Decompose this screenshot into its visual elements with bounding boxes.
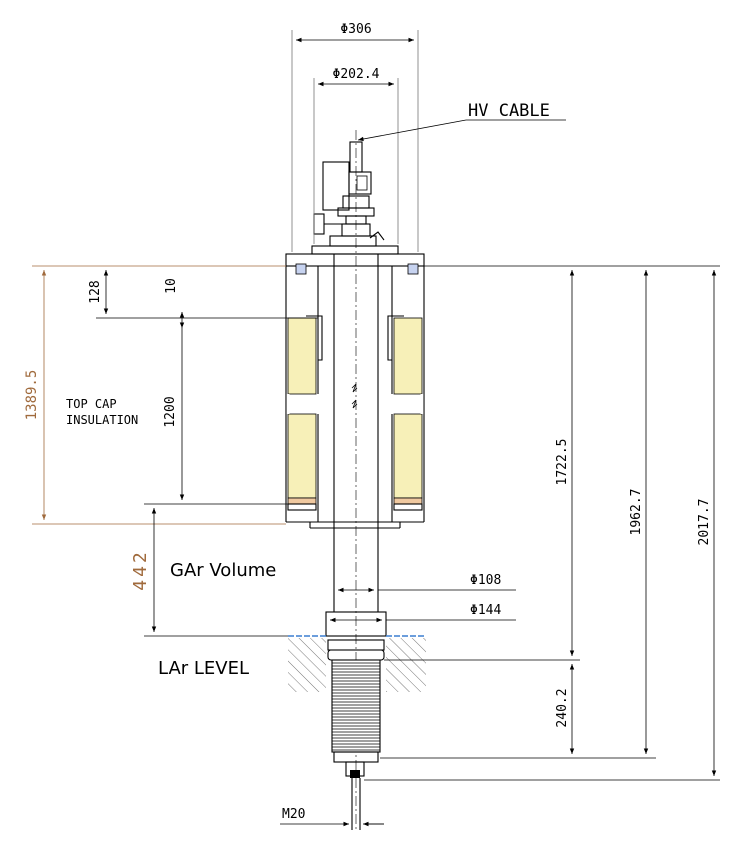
lar-surface xyxy=(288,635,426,692)
dim-1200: 1200 xyxy=(163,328,288,505)
top-cap xyxy=(285,253,425,275)
terminal-nut xyxy=(350,770,360,778)
dim-240-label: 240.2 xyxy=(555,688,570,727)
connector-body xyxy=(348,171,372,195)
insulation-block-upper-right xyxy=(393,317,423,395)
dim-442-label: 442 xyxy=(130,549,151,591)
ring-left xyxy=(287,503,317,511)
top-cap-insulation-label: TOP CAP INSULATION xyxy=(66,397,138,427)
lar-level-label: LAr LEVEL xyxy=(158,658,249,679)
dim-1962-label: 1962.7 xyxy=(629,489,644,536)
hv-connector-assembly xyxy=(311,141,399,255)
dim-d306-label: Φ306 xyxy=(340,22,371,37)
top-plate-seal-right xyxy=(407,263,419,275)
dim-d306: Φ306 xyxy=(291,22,419,252)
ring-right xyxy=(393,503,423,511)
connector-box xyxy=(322,161,350,211)
mounting-flange xyxy=(311,245,399,255)
dim-1722-label: 1722.5 xyxy=(555,439,570,486)
top-plate-seal-left xyxy=(295,263,307,275)
dim-128-10: 128 10 xyxy=(88,270,318,328)
dim-128-label: 128 xyxy=(88,280,103,303)
bracket-right xyxy=(387,315,404,361)
dim-m20-label: M20 xyxy=(282,807,305,822)
hv-cable-callout: HV CABLE xyxy=(357,101,566,142)
dim-d202: Φ202.4 xyxy=(313,67,399,244)
inner-walls xyxy=(306,266,404,522)
valve-knob xyxy=(313,213,325,235)
dim-d108-label: Φ108 xyxy=(470,573,501,588)
dim-2017-label: 2017.7 xyxy=(697,499,712,546)
dim-1389-label: 1389.5 xyxy=(24,370,40,421)
top-cap-line2: INSULATION xyxy=(66,413,138,427)
dim-right: 1722.5 240.2 1962.7 2017.7 xyxy=(364,265,720,781)
dim-d144-label: Φ144 xyxy=(470,603,501,618)
break-mark-lower xyxy=(351,399,358,409)
bracket-left xyxy=(306,315,323,361)
dim-d108: Φ108 xyxy=(338,573,516,593)
upper-flange xyxy=(329,235,377,247)
insulation-block-lower-right xyxy=(393,413,423,499)
break-mark-upper xyxy=(351,383,358,393)
sleeve xyxy=(325,611,387,637)
cryostat-wall xyxy=(285,266,425,529)
dim-m20: M20 xyxy=(280,807,384,827)
dim-d202-label: Φ202.4 xyxy=(333,67,380,82)
connector-window xyxy=(356,175,368,191)
dim-d144: Φ144 xyxy=(330,603,516,623)
insulation-block-lower-left xyxy=(287,413,317,499)
bellows-assembly xyxy=(325,611,387,830)
insulation-block-upper-left xyxy=(287,317,317,395)
dim-442: 442 xyxy=(130,503,288,637)
top-cap-line1: TOP CAP xyxy=(66,397,117,411)
gar-volume-label: GAr Volume xyxy=(170,560,276,581)
dim-1200-label: 1200 xyxy=(163,396,178,427)
pad-right xyxy=(393,497,423,505)
top-plate xyxy=(285,253,425,267)
bellows xyxy=(331,659,381,753)
liquid-hatch-left xyxy=(288,638,326,692)
insulation xyxy=(286,317,424,511)
dim-10-label: 10 xyxy=(164,278,179,294)
hv-cable-label: HV CABLE xyxy=(468,101,550,121)
dim-1389: 1389.5 xyxy=(24,265,286,525)
liquid-hatch-right xyxy=(386,638,426,692)
pad-left xyxy=(287,497,317,505)
